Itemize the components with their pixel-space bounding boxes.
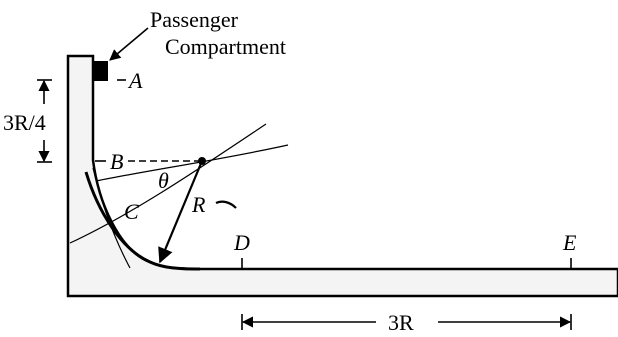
point-d-label: D: [233, 230, 250, 255]
point-b-label: B: [110, 149, 123, 174]
length-dim-label: 3R: [388, 310, 414, 335]
construction-arc-2: [95, 144, 289, 182]
passenger-compartment: [93, 61, 108, 81]
height-dim-label: 3R/4: [3, 110, 46, 135]
compartment-pointer: [109, 27, 149, 61]
track-curve: [84, 171, 201, 271]
radius-arrow: [158, 160, 204, 264]
compartment-label: Compartment: [165, 34, 286, 59]
construction-arc-3: [92, 167, 131, 269]
construction-arc-1: [69, 123, 267, 244]
length-dim-text: 3R: [388, 310, 414, 335]
radius-label: R: [191, 192, 206, 217]
radius-squiggle: [215, 200, 237, 209]
passenger-label: Passenger: [150, 7, 239, 32]
height-dim-text: 3R/4: [3, 110, 46, 135]
point-c-label: C: [124, 199, 139, 224]
angle-theta-label: θ: [158, 168, 169, 193]
point-a-label: A: [127, 68, 143, 93]
tower-structure: [66, 54, 618, 298]
point-e-label: E: [562, 230, 577, 255]
